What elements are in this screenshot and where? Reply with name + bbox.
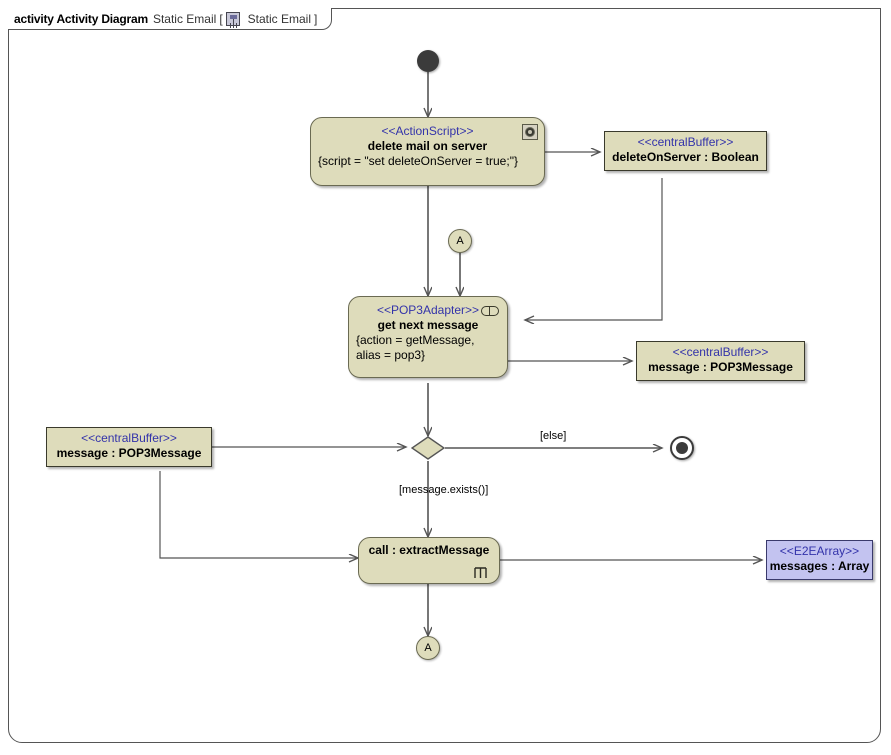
frame-bracket-close: ] (314, 11, 318, 26)
diagram-icon (225, 11, 240, 26)
action-get-next-message[interactable]: <<POP3Adapter>> get next message {action… (348, 296, 508, 378)
edge-label-else: [else] (540, 430, 567, 442)
diagram-frame-header: activity Activity Diagram Static Email [… (8, 8, 333, 30)
activity-final-node[interactable] (670, 436, 694, 460)
connector-node-a-in[interactable]: A (448, 229, 472, 253)
frame-diagram-name: Static Email (247, 11, 312, 26)
action-stereotype: <<ActionScript>> (381, 124, 474, 138)
adapter-stereotype: <<POP3Adapter>> (376, 303, 480, 317)
rake-icon (474, 566, 487, 578)
action-call-extract-message[interactable]: call : extractMessage (358, 537, 500, 584)
adapter-properties-line1: {action = getMessage, (356, 333, 475, 347)
object-stereotype: <<centralBuffer>> (672, 345, 769, 359)
action-name: delete mail on server (367, 139, 488, 153)
object-name: message : POP3Message (56, 446, 202, 460)
array-name: messages : Array (769, 559, 870, 573)
adapter-properties-line2: alias = pop3} (356, 348, 426, 362)
object-stereotype: <<centralBuffer>> (637, 135, 734, 149)
connector-node-a-out[interactable]: A (416, 636, 440, 660)
frame-bracket-open: [ (219, 11, 223, 26)
object-node-delete-on-server[interactable]: <<centralBuffer>> deleteOnServer : Boole… (604, 131, 767, 171)
frame-name: Static Email (152, 11, 217, 26)
initial-node[interactable] (417, 50, 439, 72)
script-gear-icon[interactable] (522, 124, 538, 140)
call-action-name: call : extractMessage (368, 543, 490, 557)
action-delete-mail-on-server[interactable]: <<ActionScript>> delete mail on server {… (310, 117, 545, 186)
frame-keyword: activity Activity Diagram (14, 11, 148, 26)
adapter-pill-icon[interactable] (481, 306, 499, 316)
object-name: message : POP3Message (648, 360, 793, 374)
object-node-message-left[interactable]: <<centralBuffer>> message : POP3Message (46, 427, 212, 467)
object-node-message-right[interactable]: <<centralBuffer>> message : POP3Message (636, 341, 805, 381)
adapter-name: get next message (377, 318, 479, 332)
object-stereotype: <<centralBuffer>> (81, 431, 177, 445)
array-stereotype: <<E2EArray>> (779, 544, 860, 558)
decision-node[interactable] (410, 436, 446, 460)
object-node-messages-array[interactable]: <<E2EArray>> messages : Array (766, 540, 873, 580)
edge-label-message-exists: [message.exists()] (399, 484, 489, 496)
object-name: deleteOnServer : Boolean (612, 150, 759, 164)
action-properties: {script = "set deleteOnServer = true;"} (318, 154, 518, 168)
